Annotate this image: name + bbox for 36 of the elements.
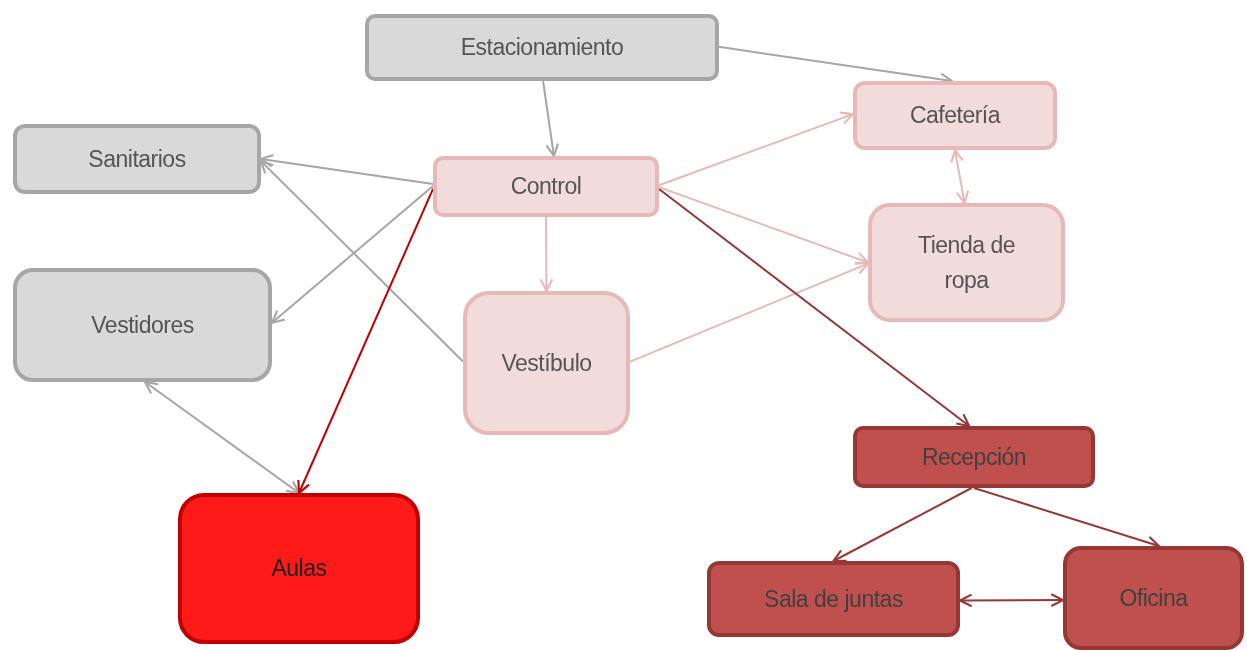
node-label: Sala de juntas (764, 584, 903, 614)
node-label: Oficina (1119, 583, 1188, 613)
node-label: Vestíbulo (501, 348, 592, 378)
process-box (463, 291, 630, 435)
process-box (707, 561, 960, 637)
process-box (1063, 546, 1244, 650)
arrow (658, 111, 855, 187)
arrow (832, 487, 973, 563)
arrow (297, 187, 434, 495)
node-label: Estacionamiento (460, 33, 624, 63)
arrow (542, 80, 560, 158)
node-label: Aulas (271, 554, 327, 584)
arrow (259, 160, 464, 363)
arrow (658, 187, 971, 428)
arrow (629, 261, 870, 363)
node-label: Control (510, 172, 582, 202)
process-box (853, 81, 1057, 150)
process-box (178, 493, 420, 644)
process-box (365, 14, 719, 81)
arrow (958, 593, 1065, 608)
arrow (658, 186, 870, 266)
process-box (13, 124, 261, 194)
node-label: Recepción (921, 442, 1027, 472)
node-label: Cafetería (909, 101, 1001, 131)
process-box (868, 203, 1065, 322)
process-box (853, 426, 1095, 488)
arrow (539, 216, 554, 293)
arrow (270, 184, 434, 324)
process-box (13, 268, 272, 382)
node-label: Sanitarios (88, 144, 186, 174)
arrow (259, 153, 434, 186)
arrow (950, 148, 970, 205)
arrow (144, 380, 301, 495)
node-label: Vestidores (91, 310, 194, 340)
process-box (433, 156, 659, 217)
node-label: Tienda de ropa (917, 231, 1016, 295)
